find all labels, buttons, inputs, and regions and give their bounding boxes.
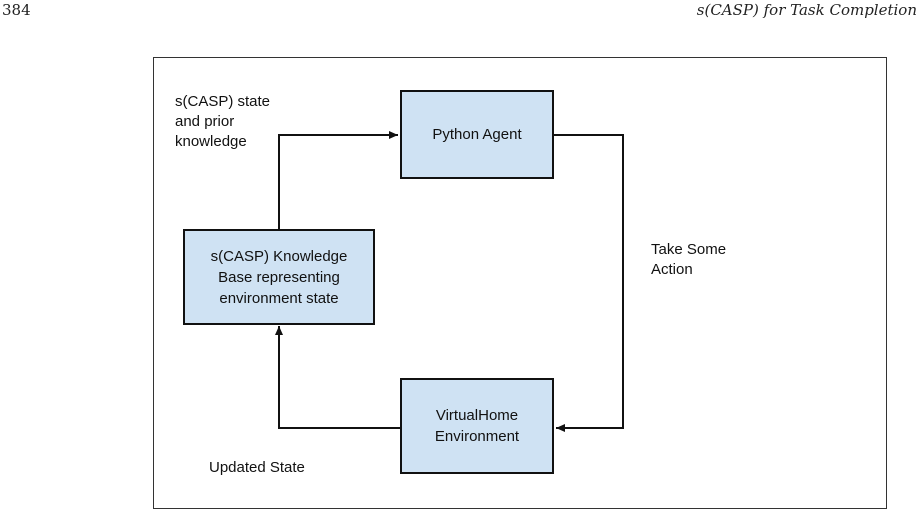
running-header: s(CASP) for Task Completion bbox=[696, 1, 917, 19]
edge-environment-to-kb bbox=[275, 326, 401, 429]
edge-label-kb-to-agent: s(CASP) state and prior knowledge bbox=[175, 93, 271, 150]
page-number: 384 bbox=[2, 1, 31, 19]
knowledge-base-node: s(CASP) Knowledge Base representing envi… bbox=[183, 229, 375, 325]
python-agent-label: Python Agent bbox=[432, 126, 522, 143]
environment-label: VirtualHome Environment bbox=[434, 407, 520, 445]
figure-frame bbox=[153, 57, 887, 509]
edge-label-environment-to-kb: Updated State bbox=[209, 459, 305, 476]
edge-kb-to-agent bbox=[278, 131, 398, 229]
environment-node: VirtualHome Environment bbox=[400, 378, 554, 474]
python-agent-node: Python Agent bbox=[400, 90, 554, 179]
knowledge-base-label: s(CASP) Knowledge Base representing envi… bbox=[210, 247, 348, 307]
edge-label-agent-to-environment: Take Some Action bbox=[651, 241, 727, 278]
edge-agent-to-environment bbox=[553, 134, 624, 432]
